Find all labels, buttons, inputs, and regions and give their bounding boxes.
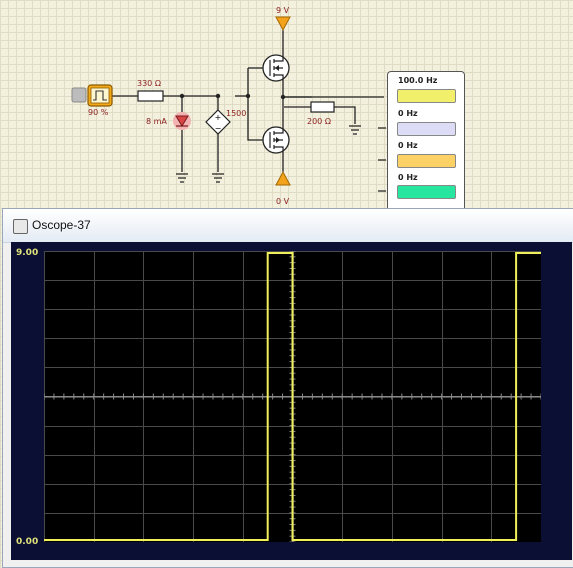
supply-top-triangle[interactable]: [275, 16, 291, 32]
channel-1-freq: 100.0 Hz: [398, 76, 438, 85]
supply-bottom-triangle[interactable]: [275, 170, 291, 186]
toggle-switch[interactable]: [71, 87, 87, 103]
svg-text:−: −: [215, 124, 222, 133]
resistor-out-label: 200 Ω: [307, 117, 331, 126]
scope-screen[interactable]: [44, 251, 541, 542]
channel-2-swatch[interactable]: [397, 122, 456, 136]
window-titlebar[interactable]: Oscope-37: [3, 209, 573, 243]
ground-icon: [176, 125, 361, 183]
pulse-generator[interactable]: [87, 84, 113, 107]
duty-label: 90 %: [88, 108, 109, 117]
oscope-icon: [13, 219, 28, 234]
svg-text:+: +: [215, 113, 222, 122]
resistor-330[interactable]: [137, 90, 164, 102]
mosfet-top[interactable]: [262, 54, 290, 82]
y-bottom-label: 0.00: [16, 537, 39, 547]
supply-bottom-label: 0 V: [276, 197, 290, 206]
channel-4-swatch[interactable]: [397, 185, 456, 199]
channel-3-freq: 0 Hz: [398, 141, 418, 150]
channel-3-swatch[interactable]: [397, 154, 456, 168]
channel-2-freq: 0 Hz: [398, 109, 418, 118]
y-top-label: 9.00: [16, 248, 39, 258]
channel-1-swatch[interactable]: [397, 89, 456, 103]
circuit-canvas[interactable]: + −: [0, 0, 573, 210]
resistor-200[interactable]: [310, 101, 335, 113]
mosfet-bottom[interactable]: [262, 126, 290, 154]
window-title: Oscope-37: [32, 218, 91, 232]
channel-4-freq: 0 Hz: [398, 173, 418, 182]
signal-trace: [44, 252, 541, 541]
led[interactable]: [173, 112, 191, 130]
dependent-source[interactable]: + −: [205, 109, 231, 135]
resistor-in-label: 330 Ω: [137, 79, 161, 88]
supply-top-label: 9 V: [276, 6, 290, 15]
source-gain-label: 1500: [226, 109, 247, 118]
current-label: 8 mA: [146, 117, 167, 126]
scope-channel-panel[interactable]: 100.0 Hz 0 Hz 0 Hz 0 Hz: [387, 71, 465, 223]
